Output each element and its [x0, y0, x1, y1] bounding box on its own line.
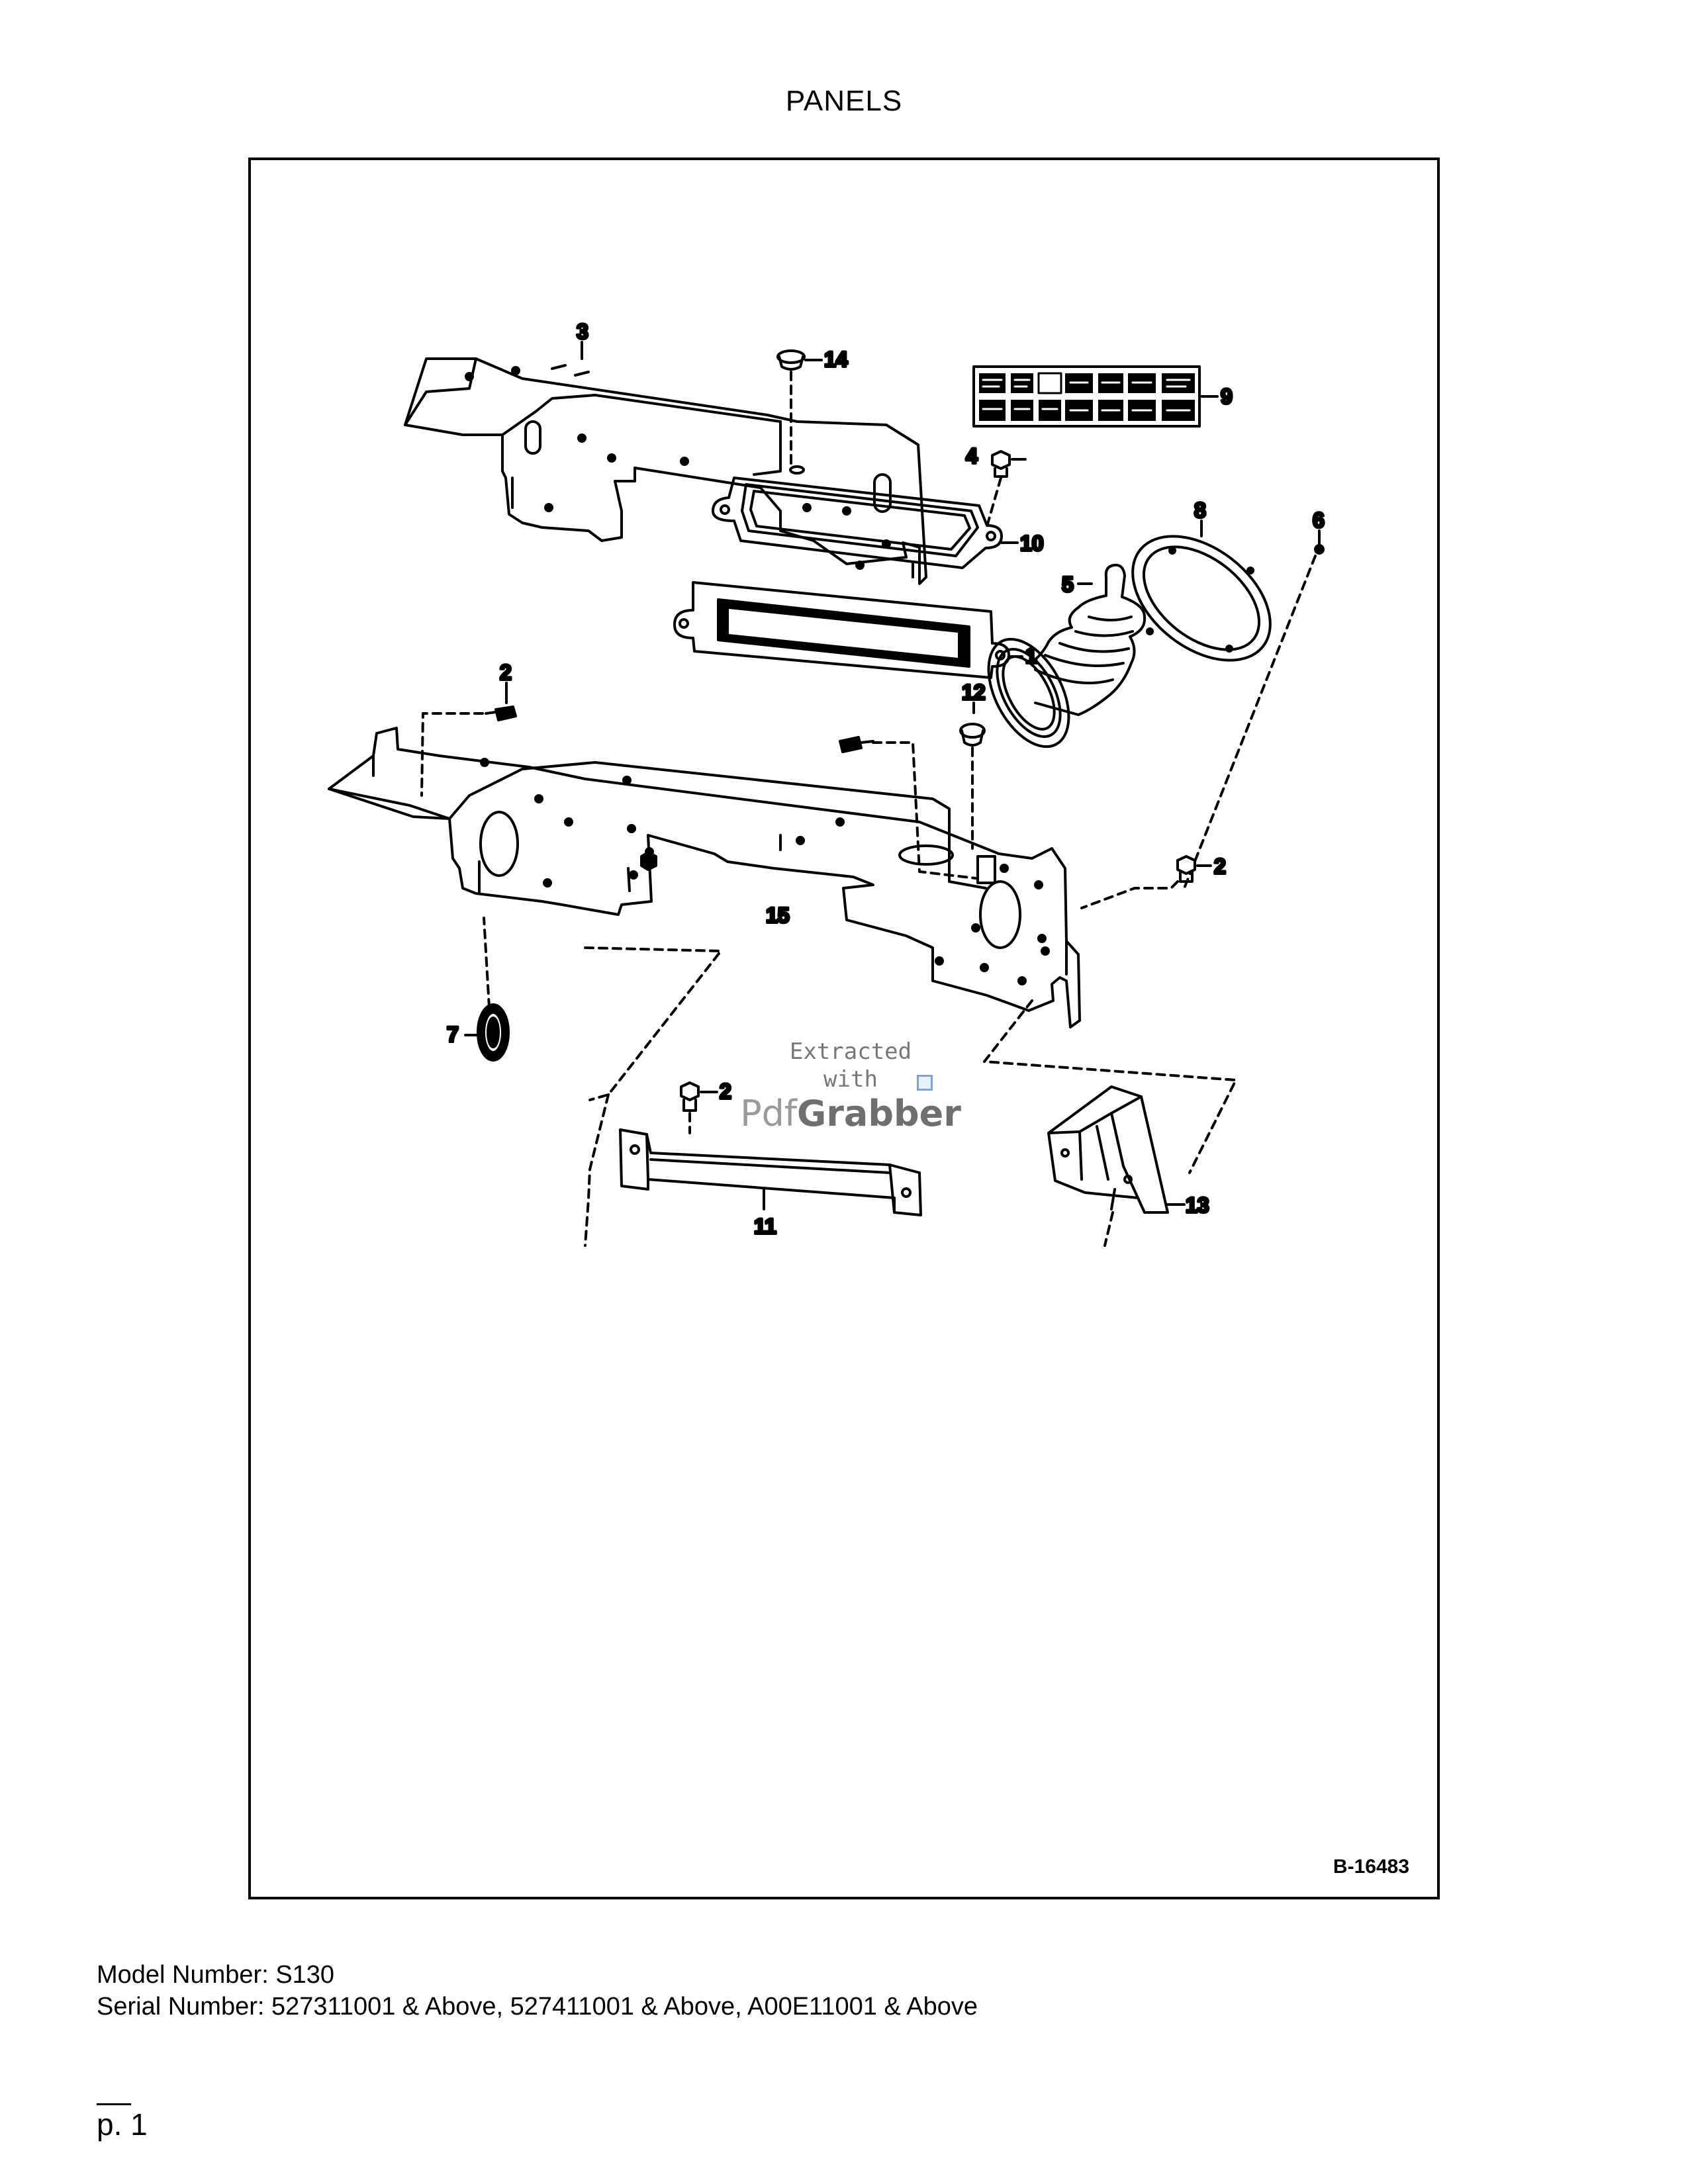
callout-10: 10 — [1020, 531, 1044, 555]
callout-2-lower: 2 — [720, 1079, 731, 1103]
callout-12: 12 — [962, 680, 986, 704]
ring-part-8 — [1131, 520, 1272, 662]
page-title: PANELS — [785, 85, 903, 117]
nut-part-4 — [984, 450, 1027, 532]
callout-7: 7 — [447, 1023, 459, 1046]
callout-3: 3 — [577, 320, 588, 343]
cover-part-1 — [673, 581, 1023, 679]
bracket-part-13 — [1047, 1085, 1186, 1247]
callout-13: 13 — [1186, 1193, 1209, 1217]
watermark-brand-pdf: Pdf — [740, 1093, 797, 1134]
seal-part-10 — [712, 477, 1019, 569]
callout-5: 5 — [1062, 572, 1074, 596]
model-number: Model Number: S130 — [97, 1961, 335, 1989]
bolt-center — [839, 736, 977, 880]
page-number-rule — [97, 2103, 131, 2105]
upper-panel-part — [404, 357, 927, 585]
model-info: Model Number: S130 Serial Number: 527311… — [97, 1959, 978, 2023]
watermark-brand: PdfGrabber — [740, 1093, 961, 1134]
callout-9: 9 — [1221, 385, 1233, 408]
callout-11: 11 — [754, 1214, 776, 1238]
callout-2-upper-left: 2 — [500, 660, 512, 684]
leader-line — [983, 999, 1237, 1174]
plug-part-14 — [776, 349, 823, 469]
watermark-brand-grabber: Grabber — [796, 1093, 961, 1134]
watermark-line-1: Extracted — [789, 1038, 912, 1065]
callout-4: 4 — [966, 444, 978, 468]
callout-14: 14 — [824, 347, 848, 371]
bolt-part-2-upper-left — [420, 682, 517, 797]
callout-2-right: 2 — [1214, 854, 1226, 878]
callout-1: 1 — [1025, 644, 1037, 668]
page-number: p. 1 — [97, 2107, 148, 2142]
screw-part-6 — [1183, 529, 1325, 889]
bolt-part-2-lower — [680, 1081, 718, 1134]
bolt-part-2-right — [1080, 855, 1212, 909]
parts-diagram-frame: 4 3 14 9 4 10 8 6 1 5 2 12 2 15 7 2 11 1… — [248, 158, 1440, 1899]
pdfgrabber-watermark: Extracted with PdfGrabber — [731, 1038, 970, 1134]
leader-line — [584, 1093, 610, 1247]
watermark-logo-icon — [917, 1075, 933, 1091]
decal-part-9 — [972, 365, 1219, 428]
leader-line — [584, 946, 722, 1101]
parts-diagram: 4 3 14 9 4 10 8 6 1 5 2 12 2 15 7 2 11 1… — [328, 318, 1326, 1247]
grommet-part-7 — [464, 917, 510, 1062]
boot-part-5 — [987, 563, 1147, 749]
figure-id: B-16483 — [1333, 1856, 1409, 1878]
bracket-part-11 — [619, 1128, 922, 1216]
callout-15: 15 — [766, 903, 790, 927]
watermark-line-2: with — [823, 1066, 878, 1093]
callout-8: 8 — [1194, 498, 1206, 522]
callout-6: 6 — [1313, 508, 1325, 532]
plug-part-12 — [959, 702, 986, 850]
lower-panel-part — [328, 727, 1081, 1028]
serial-number: Serial Number: 527311001 & Above, 527411… — [97, 1993, 978, 2021]
